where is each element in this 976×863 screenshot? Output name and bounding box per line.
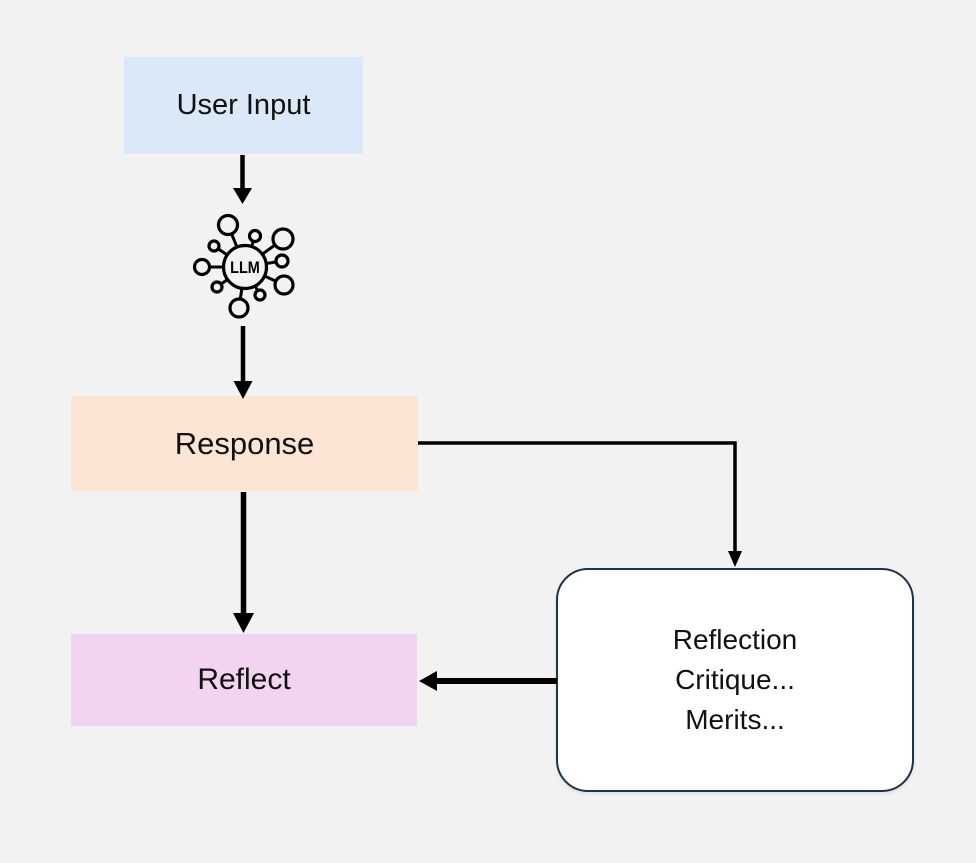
reflect-label: Reflect — [197, 663, 291, 696]
llm-network-icon: LLM — [192, 213, 295, 319]
connector-response-to-reflection — [418, 441, 742, 567]
user-input-node: User Input — [124, 57, 363, 154]
arrow-reflection-to-reflect — [419, 671, 557, 691]
response-label: Response — [174, 425, 315, 461]
reflection-line-1: Reflection — [672, 624, 798, 655]
reflection-node: Reflection Critique... Merits... — [556, 568, 914, 792]
arrow-user-input-to-llm — [233, 155, 252, 204]
arrow-response-to-reflect — [233, 492, 254, 633]
arrow-llm-to-response — [233, 326, 253, 399]
llm-hub-circle — [221, 243, 269, 291]
reflect-node: Reflect — [71, 634, 417, 726]
reflection-line-3: Merits... — [685, 704, 785, 735]
response-node: Response — [71, 396, 418, 491]
reflection-line-2: Critique... — [675, 664, 795, 695]
llm-icon-label: LLM — [230, 259, 260, 277]
user-input-label: User Input — [176, 89, 311, 121]
